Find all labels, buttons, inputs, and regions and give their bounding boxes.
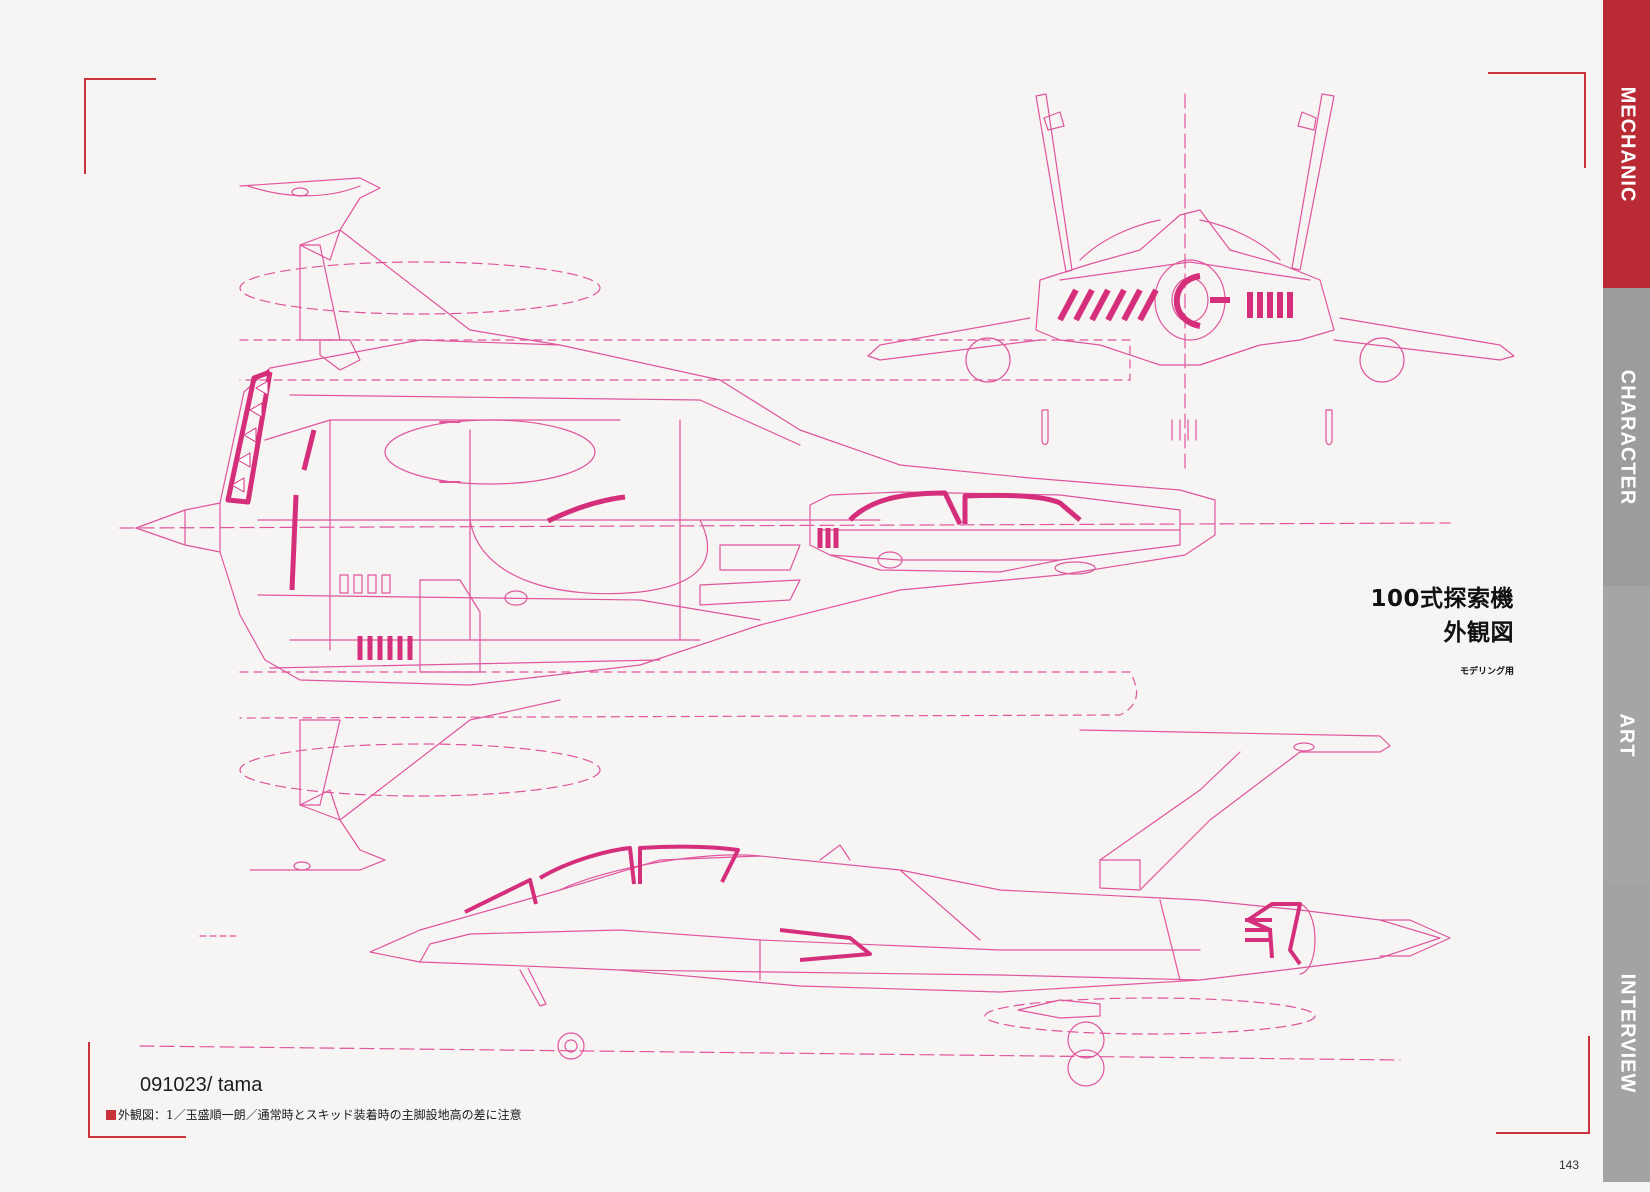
tab-character[interactable]: CHARACTER xyxy=(1603,288,1650,586)
crop-mark-bottom-right xyxy=(1496,1036,1590,1134)
crop-mark-bottom-left xyxy=(88,1042,186,1138)
tab-art[interactable]: ART xyxy=(1603,586,1650,884)
figure-caption-row: 外観図：1／玉盛順一朗／通常時とスキッド装着時の主脚設地高の差に注意 xyxy=(106,1106,522,1123)
drawing-title: 100式探索機 xyxy=(1370,586,1514,612)
drawing-subtitle: モデリング用 xyxy=(1459,667,1514,677)
date-credit: 091023/ tama xyxy=(140,1074,263,1096)
drawing-title-line2: 外観図 xyxy=(1443,620,1514,646)
front-view-drawing xyxy=(867,93,1515,471)
tab-mechanic-label: MECHANIC xyxy=(1616,86,1638,202)
crop-mark-top-left xyxy=(84,78,156,174)
side-view-drawing xyxy=(139,729,1451,1087)
tab-interview-label: INTERVIEW xyxy=(1616,973,1639,1093)
crop-mark-top-right xyxy=(1488,72,1586,168)
top-view-drawing xyxy=(119,177,1451,871)
drawing-title-block: 100式探索機 外観図 モデリング用 xyxy=(1370,582,1514,677)
tab-mechanic[interactable]: MECHANIC xyxy=(1603,0,1650,288)
section-tabs: MECHANIC CHARACTER ART INTERVIEW xyxy=(1603,0,1650,1192)
caption-bullet-icon xyxy=(106,1109,116,1120)
tab-character-label: CHARACTER xyxy=(1616,369,1639,505)
figure-caption: 外観図：1／玉盛順一朗／通常時とスキッド装着時の主脚設地高の差に注意 xyxy=(118,1108,522,1122)
page-number: 143 xyxy=(1559,1158,1580,1172)
tab-art-label: ART xyxy=(1615,712,1638,758)
tab-interview[interactable]: INTERVIEW xyxy=(1603,884,1650,1182)
